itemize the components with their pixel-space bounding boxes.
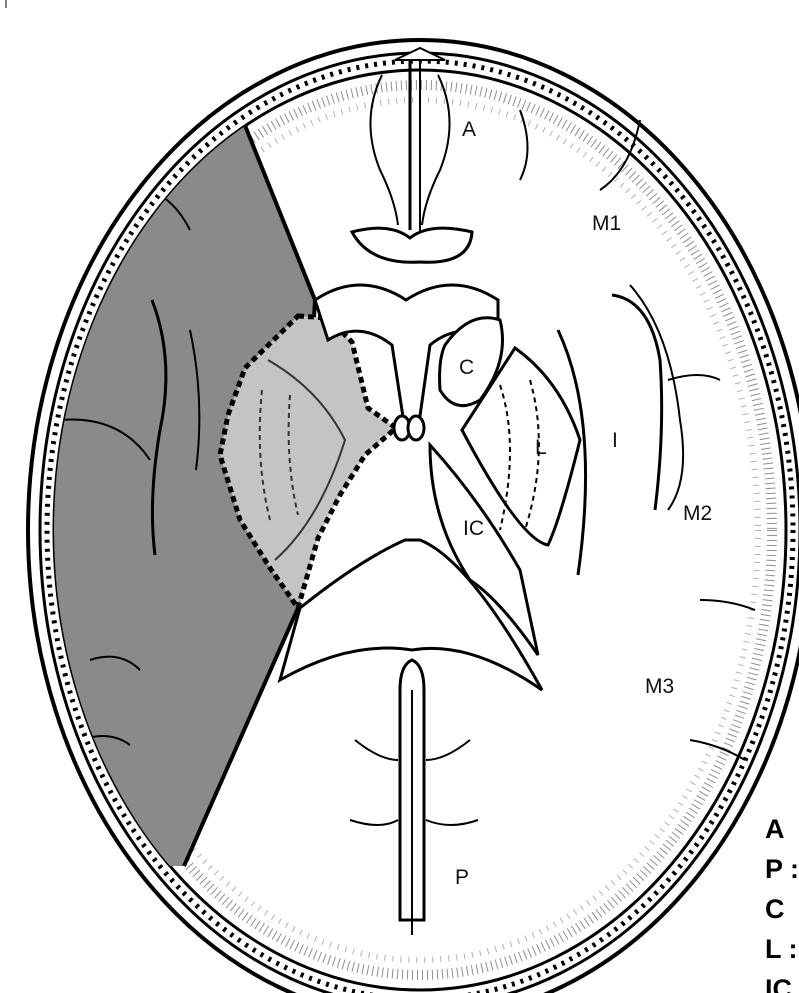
- label-middle-3: M3: [645, 675, 674, 698]
- label-posterior: P: [455, 866, 469, 889]
- label-middle-1: M1: [592, 212, 621, 235]
- label-insula: I: [612, 429, 618, 452]
- legend: A P : C L : IC: [765, 814, 799, 993]
- legend-entry: A: [765, 814, 785, 844]
- legend-entry: P :: [765, 854, 799, 884]
- label-caudate: C: [459, 356, 474, 379]
- legend-entry: IC: [765, 974, 792, 993]
- label-anterior: A: [462, 118, 476, 141]
- label-lentiform: L: [535, 436, 547, 459]
- label-internal-capsule: IC: [463, 517, 484, 540]
- legend-entry: C: [765, 894, 785, 924]
- legend-entry: L :: [765, 934, 798, 964]
- label-middle-2: M2: [683, 502, 712, 525]
